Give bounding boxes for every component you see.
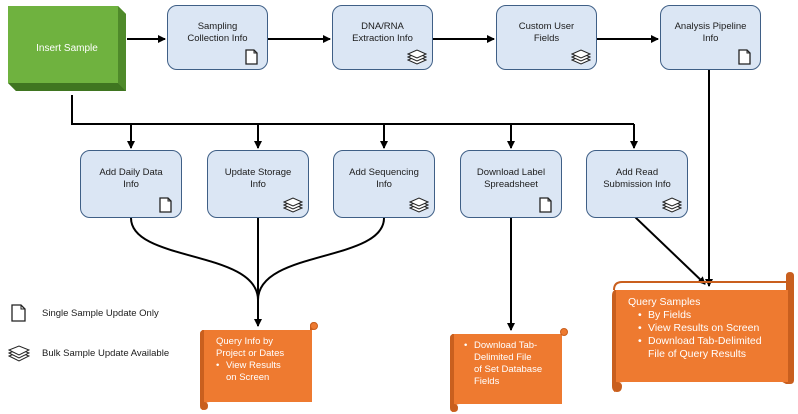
box-dna-rna: DNA/RNA Extraction Info bbox=[332, 5, 433, 70]
stack-icon bbox=[407, 49, 427, 65]
box-update-storage-label: Update Storage Info bbox=[224, 167, 292, 190]
scroll-query-info-text: Query Info by Project or Dates View Resu… bbox=[216, 336, 284, 384]
single-doc-icon bbox=[11, 304, 26, 322]
scroll-query-samples-text: Query Samples By Fields View Results on … bbox=[628, 296, 762, 361]
scroll-download-bullet1: Download Tab- bbox=[474, 340, 538, 351]
curve-sequencing-to-query bbox=[257, 217, 385, 301]
box-sampling-collection: Sampling Collection Info bbox=[167, 5, 268, 70]
scroll-query-samples-title: Query Samples bbox=[628, 296, 701, 308]
box-read-submission: Add Read Submission Info bbox=[586, 150, 688, 218]
box-dna-rna-label: DNA/RNA Extraction Info bbox=[352, 20, 413, 44]
box-analysis-pipeline-label: Analysis Pipeline Info bbox=[674, 20, 747, 44]
scroll-download-l3: of Set Database bbox=[474, 364, 543, 375]
scroll-query-info-line1: Query Info by bbox=[216, 336, 274, 347]
stack-icon bbox=[283, 197, 303, 213]
scroll-query-samples-b3b: File of Query Results bbox=[648, 348, 747, 360]
box-add-sequencing-label: Add Sequencing Info bbox=[349, 167, 419, 190]
stack-icon bbox=[571, 49, 591, 65]
line-insert-down bbox=[71, 95, 634, 125]
single-doc-icon bbox=[738, 49, 751, 65]
insert-sample-shape bbox=[8, 6, 126, 91]
scroll-download-bullet: Download Tab- Delimited File of Set Data… bbox=[464, 340, 542, 388]
box-analysis-pipeline: Analysis Pipeline Info bbox=[660, 5, 761, 70]
insert-sample-label: Insert Sample bbox=[36, 43, 98, 54]
legend-single: Single Sample Update Only bbox=[8, 304, 159, 322]
box-sampling-collection-label: Sampling Collection Info bbox=[187, 20, 248, 44]
single-doc-icon bbox=[159, 197, 172, 213]
single-doc-icon bbox=[539, 197, 552, 213]
box-add-sequencing: Add Sequencing Info bbox=[333, 150, 435, 218]
arrow-read-to-samples bbox=[633, 215, 706, 285]
box-custom-user-fields: Custom User Fields bbox=[496, 5, 597, 70]
scroll-query-info-bullet: View Results on Screen bbox=[216, 360, 284, 384]
stack-icon bbox=[409, 197, 429, 213]
scroll-query-samples-b3: Download Tab-Delimited bbox=[648, 335, 762, 347]
stack-icon bbox=[662, 197, 682, 213]
legend-bulk: Bulk Sample Update Available bbox=[8, 344, 169, 362]
scroll-query-samples-b3-item: Download Tab-Delimited File of Query Res… bbox=[638, 335, 762, 361]
scroll-query-samples-b2: View Results on Screen bbox=[638, 322, 762, 335]
scroll-download-l2: Delimited File bbox=[474, 352, 532, 363]
scroll-query-info-bullet1: View Results bbox=[226, 360, 281, 371]
scroll-query-info-bullet1b: on Screen bbox=[226, 372, 270, 383]
box-custom-user-fields-label: Custom User Fields bbox=[518, 20, 575, 44]
stack-icon bbox=[8, 345, 30, 362]
legend-bulk-label: Bulk Sample Update Available bbox=[42, 347, 170, 359]
box-update-storage: Update Storage Info bbox=[207, 150, 309, 218]
scroll-query-info: Query Info by Project or Dates View Resu… bbox=[200, 322, 320, 410]
single-doc-icon bbox=[245, 49, 258, 65]
box-read-submission-label: Add Read Submission Info bbox=[603, 167, 671, 190]
scroll-download: Download Tab- Delimited File of Set Data… bbox=[450, 328, 570, 412]
scroll-query-samples: Query Samples By Fields View Results on … bbox=[612, 272, 796, 392]
scroll-query-info-line2: Project or Dates bbox=[216, 348, 285, 359]
curve-daily-to-query bbox=[130, 217, 259, 301]
scroll-query-samples-b1: By Fields bbox=[638, 309, 762, 322]
box-daily-data: Add Daily Data Info bbox=[80, 150, 182, 218]
box-daily-data-label: Add Daily Data Info bbox=[99, 167, 163, 190]
legend-single-label: Single Sample Update Only bbox=[42, 307, 159, 319]
scroll-download-text: Download Tab- Delimited File of Set Data… bbox=[464, 340, 542, 388]
box-download-label-label: Download Label Spreadsheet bbox=[476, 167, 546, 190]
insert-sample-node: Insert Sample bbox=[8, 6, 128, 91]
scroll-download-l4: Fields bbox=[474, 376, 500, 387]
box-download-label: Download Label Spreadsheet bbox=[460, 150, 562, 218]
